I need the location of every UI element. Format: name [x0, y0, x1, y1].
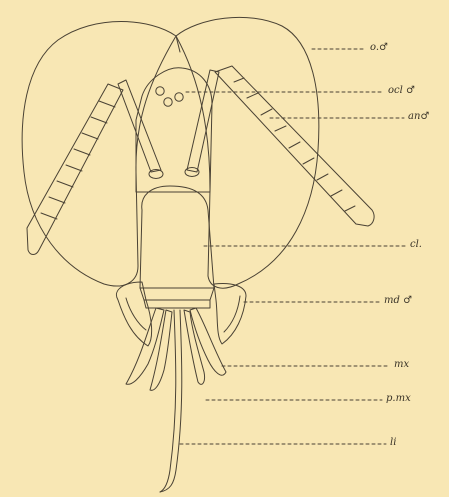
ocellus-left: [164, 98, 172, 106]
label-clypeus: cl.: [410, 239, 422, 251]
label-ocelli: ocl ♂: [388, 85, 415, 97]
ocellus-right: [175, 93, 183, 101]
ocellus-top: [156, 87, 164, 95]
left-compound-eye: [22, 22, 176, 286]
left-maxilla: [126, 308, 164, 384]
labrum-lower: [144, 300, 210, 308]
labrum: [140, 288, 214, 300]
right-antenna-flagellum: [215, 66, 374, 226]
label-labium: li: [390, 437, 396, 449]
label-mandible: md ♂: [384, 295, 412, 307]
clypeus: [140, 186, 214, 288]
face-capsule: [136, 68, 212, 192]
label-maxilla: mx: [394, 359, 409, 371]
right-mandible: [214, 284, 246, 345]
labium: [160, 310, 176, 492]
right-antenna-scape: [187, 70, 219, 172]
label-compound-eye: o.♂: [370, 42, 388, 54]
right-maxillary-palp: [184, 310, 205, 384]
label-antenna: an♂: [408, 111, 429, 123]
leader-lines: [180, 49, 406, 444]
right-antenna-segments: [234, 78, 355, 211]
vertex-line: [176, 36, 180, 52]
left-antenna-segments: [41, 101, 115, 219]
label-maxillary-palp: p.mx: [386, 393, 411, 405]
right-compound-eye: [176, 17, 319, 288]
